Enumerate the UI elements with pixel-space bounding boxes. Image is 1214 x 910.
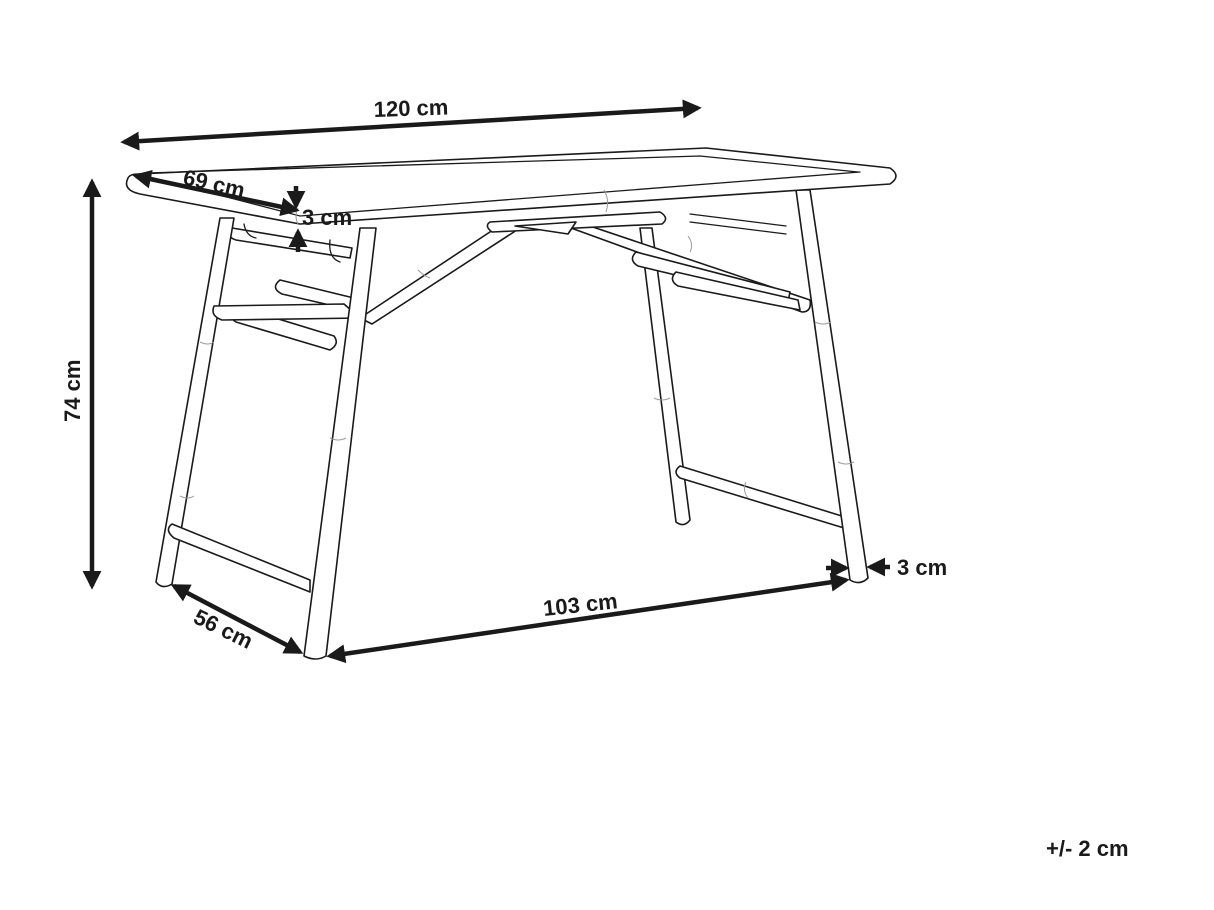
table-drawing — [125, 147, 897, 660]
front-right-leg — [795, 189, 869, 584]
dimension-top-thickness-3: 3 cm — [286, 186, 352, 252]
dimension-label-leg-diameter: 3 cm — [897, 555, 947, 580]
center-braces — [359, 211, 667, 325]
dimension-depth-legs-56: 56 cm — [170, 584, 304, 654]
dimension-label-top-thickness: 3 cm — [302, 205, 352, 230]
dimension-width-120: 120 cm — [120, 94, 702, 151]
front-left-leg — [303, 227, 377, 660]
tolerance-note: +/- 2 cm — [1046, 836, 1129, 861]
dimension-width-legs-103: 103 cm — [326, 572, 850, 664]
left-ladder-rungs — [167, 279, 363, 593]
dimension-height-74: 74 cm — [60, 178, 102, 590]
left-back-leg — [155, 217, 235, 588]
dimension-label-height: 74 cm — [60, 360, 85, 422]
right-cross-braces — [559, 213, 812, 313]
back-bottom-rail — [675, 465, 846, 529]
dimension-leg-diameter-3: 3 cm — [826, 555, 947, 580]
dimension-label-width: 120 cm — [373, 94, 448, 122]
back-right-leg — [639, 227, 691, 526]
